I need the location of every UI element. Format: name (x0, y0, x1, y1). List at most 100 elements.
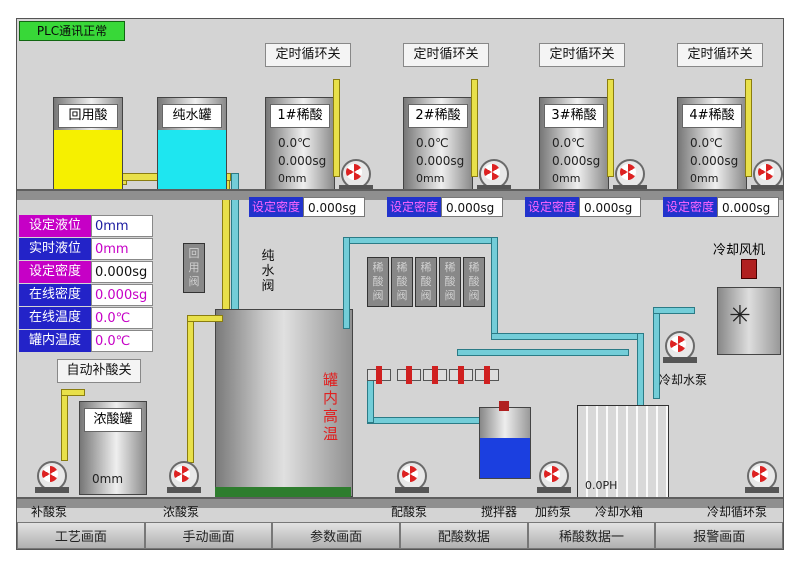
conc-acid-level: 0mm (92, 472, 124, 486)
conc-pump[interactable] (167, 461, 201, 493)
dilute-pump-2[interactable] (477, 159, 511, 191)
cooling-circ-pump[interactable] (745, 461, 779, 493)
dosing-pump[interactable] (537, 461, 571, 493)
inline-valve-5[interactable] (475, 366, 499, 384)
pure-water-tank: 纯水罐 (157, 97, 227, 191)
pipe-dist-left (343, 237, 350, 329)
pipe-conc-h (187, 315, 223, 322)
pipe-t1 (333, 79, 340, 177)
dilute-tank-2: 2#稀酸 0.0℃ 0.000sg 0mm (403, 97, 473, 191)
dilute-tank-3: 3#稀酸 0.0℃ 0.000sg 0mm (539, 97, 609, 191)
dilute-tank-2-name: 2#稀酸 (408, 104, 468, 128)
dilute-valve-3[interactable]: 稀酸阀 (415, 257, 437, 307)
dilute-tank-1-density: 0.000sg (278, 154, 327, 168)
dilute-pump-4[interactable] (751, 159, 783, 191)
nav-dilute-data[interactable]: 稀酸数据一 (527, 522, 656, 549)
pump-fan-icon (402, 466, 418, 482)
pipe-conc-top (61, 389, 85, 396)
dilute-tank-4-level: 0mm (690, 172, 719, 185)
dilute-tank-4-name: 4#稀酸 (682, 104, 742, 128)
cycle-switch-1[interactable]: 定时循环关 (265, 43, 351, 67)
dilute-tank-2-temp: 0.0℃ (416, 136, 449, 150)
conc-acid-name: 浓酸罐 (84, 408, 142, 432)
pipe-conc-up (187, 315, 194, 463)
dilute-pump-1[interactable] (339, 159, 373, 191)
pure-water-fill (158, 130, 226, 190)
dilute-tank-1-name: 1#稀酸 (270, 104, 330, 128)
cycle-switch-2[interactable]: 定时循环关 (403, 43, 489, 67)
cooling-water-pump-label: 冷却水泵 (659, 373, 708, 387)
stirrer-label: 搅拌器 (481, 505, 518, 519)
recycle-valve[interactable]: 回用阀 (183, 243, 205, 293)
stirrer-fill (480, 438, 530, 478)
fan-motor-icon (741, 259, 757, 279)
pipe-conc-left (61, 389, 68, 461)
conc-pump-label: 浓酸泵 (163, 505, 200, 519)
mixing-pump[interactable] (395, 461, 429, 493)
cycle-switch-3[interactable]: 定时循环关 (539, 43, 625, 67)
recycle-acid-name: 回用酸 (58, 104, 118, 128)
nav-bar: 工艺画面 手动画面 参数画面 配酸数据 稀酸数据一 报警画面 (17, 522, 783, 549)
refill-pump[interactable] (35, 461, 69, 493)
inline-valve-2[interactable] (397, 366, 421, 384)
pipe-t3 (607, 79, 614, 177)
pipe-dist-r2 (491, 333, 643, 340)
inline-valve-1[interactable] (367, 366, 391, 384)
nav-manual[interactable]: 手动画面 (144, 522, 273, 549)
cooling-tank-label: 冷却水箱 (595, 505, 644, 519)
pipe-cool-h (653, 307, 695, 314)
pump-fan-icon (346, 164, 362, 180)
cooling-circ-pump-label: 冷却循环泵 (707, 505, 768, 519)
inline-valve-3[interactable] (423, 366, 447, 384)
nav-mixing-data[interactable]: 配酸数据 (400, 522, 528, 549)
main-tank-high-temp: 罐内高温 (323, 371, 339, 443)
pump-fan-icon (484, 164, 500, 180)
nav-params[interactable]: 参数画面 (272, 522, 401, 549)
dilute-tank-2-density: 0.000sg (416, 154, 465, 168)
dilute-valve-5[interactable]: 稀酸阀 (463, 257, 485, 307)
dilute-valve-1[interactable]: 稀酸阀 (367, 257, 389, 307)
recycle-valve-label: 回用阀 (188, 247, 200, 288)
cooling-fan-unit[interactable] (717, 287, 781, 355)
fan-blade-icon: ✳ (729, 301, 751, 331)
pump-fan-icon (752, 466, 768, 482)
dilute-pump-3[interactable] (613, 159, 647, 191)
refill-pump-label: 补酸泵 (31, 505, 68, 519)
cycle-switch-4[interactable]: 定时循环关 (677, 43, 763, 67)
auto-refill-switch[interactable]: 自动补酸关 (57, 359, 141, 383)
pure-water-valve-label[interactable]: 纯水阀 (261, 249, 275, 294)
main-tank-base (215, 487, 351, 497)
pipe-t4 (745, 79, 752, 177)
dilute-tank-4-density: 0.000sg (690, 154, 739, 168)
pump-fan-icon (174, 466, 190, 482)
dilute-tank-3-temp: 0.0℃ (552, 136, 585, 150)
scada-frame: PLC通讯正常 定时循环关 定时循环关 定时循环关 定时循环关 回用酸 纯水罐 … (16, 18, 784, 550)
inline-valve-4[interactable] (449, 366, 473, 384)
dilute-tank-1-level: 0mm (278, 172, 307, 185)
plc-status: PLC通讯正常 (19, 21, 125, 41)
dilute-tank-4-temp: 0.0℃ (690, 136, 723, 150)
cooling-tank-level: 0.0PH (585, 479, 618, 492)
pump-fan-icon (758, 164, 774, 180)
nav-alarm[interactable]: 报警画面 (655, 522, 783, 549)
dilute-valve-4[interactable]: 稀酸阀 (439, 257, 461, 307)
mixing-pump-label: 配酸泵 (391, 505, 428, 519)
recycle-acid-fill (54, 130, 122, 190)
cooling-water-pump[interactable] (663, 331, 697, 363)
pump-fan-icon (42, 466, 58, 482)
dilute-valve-2[interactable]: 稀酸阀 (391, 257, 413, 307)
nav-process[interactable]: 工艺画面 (17, 522, 145, 549)
pump-fan-icon (670, 336, 686, 352)
pump-fan-icon (544, 466, 560, 482)
stirrer-vessel (479, 407, 531, 479)
